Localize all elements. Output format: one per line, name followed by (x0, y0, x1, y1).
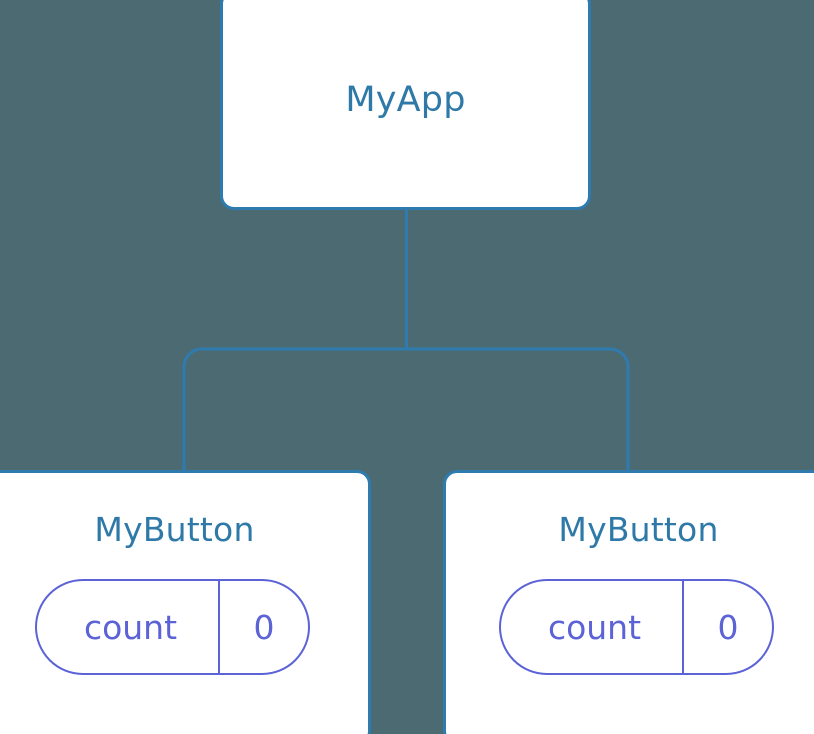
state-pill-2[interactable]: count 0 (499, 579, 774, 675)
node-myapp-title: MyApp (345, 79, 466, 120)
edge-root-to-child-right (406, 347, 630, 471)
node-myapp[interactable]: MyApp (220, 0, 591, 210)
state-key-2: count (547, 607, 642, 647)
state-value-2: 0 (682, 581, 772, 673)
edge-root-to-child-left (182, 347, 407, 471)
state-value-1: 0 (218, 581, 308, 673)
node-mybutton-1[interactable]: MyButton count 0 (0, 470, 371, 734)
node-mybutton-2[interactable]: MyButton count 0 (443, 470, 814, 734)
state-pill-1[interactable]: count 0 (35, 579, 310, 675)
node-mybutton-2-title: MyButton (558, 510, 719, 549)
node-mybutton-1-title: MyButton (94, 510, 255, 549)
state-key-1: count (83, 607, 178, 647)
